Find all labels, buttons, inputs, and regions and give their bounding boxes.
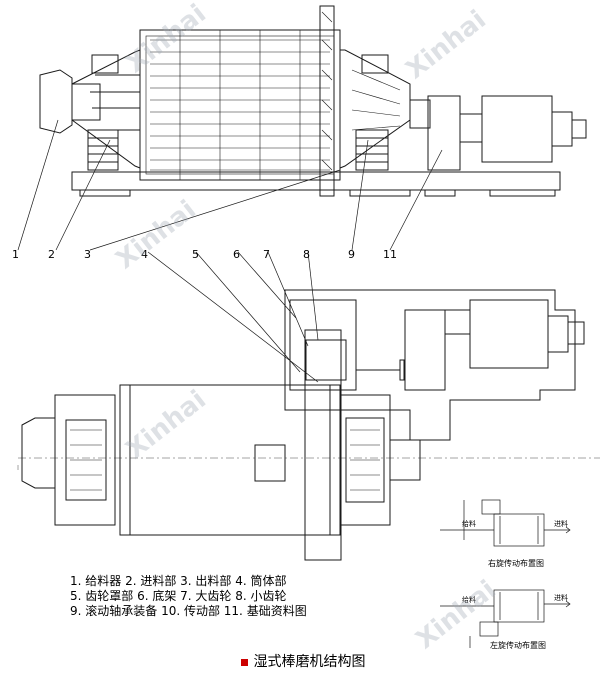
drive-frame <box>284 289 576 441</box>
coupling <box>459 113 483 143</box>
callout-2: 2 <box>48 248 55 261</box>
callout-7: 7 <box>263 248 270 261</box>
callout-11: 11 <box>383 248 397 261</box>
feeder <box>39 69 73 134</box>
bearing-right-top <box>361 54 389 74</box>
motor-plan <box>469 299 549 369</box>
legend-line-3: 9. 滚动轴承装备 10. 传动部 11. 基础资料图 <box>70 604 307 618</box>
plan-view <box>17 289 600 561</box>
shell <box>139 29 341 181</box>
feeder-plan <box>21 417 56 489</box>
left-out-label: 进料 <box>554 593 568 602</box>
motor <box>481 95 553 163</box>
left-drive-layout: 给料 进料 <box>440 589 571 648</box>
pinion <box>409 99 431 129</box>
figure-caption: 湿式棒磨机结构图 <box>0 651 606 671</box>
bearing-plan-right <box>339 394 391 526</box>
callout-numbers: 1 2 3 4 5 6 7 8 9 11 <box>12 248 397 261</box>
caption-bullet <box>240 658 248 666</box>
callout-4: 4 <box>141 248 148 261</box>
side-view <box>17 5 587 383</box>
left-in-label: 给料 <box>462 595 476 604</box>
right-drive-layout: 给料 进料 <box>440 499 571 547</box>
girth-gear <box>319 5 335 197</box>
bearing-left <box>87 129 119 171</box>
right-in-label: 给料 <box>462 519 476 528</box>
left-drive-caption: 左旋传动布置图 <box>490 641 546 650</box>
girth-gear-plan <box>304 329 342 561</box>
bearing-right <box>355 129 389 171</box>
callout-6: 6 <box>233 248 240 261</box>
callout-5: 5 <box>192 248 199 261</box>
callout-9: 9 <box>348 248 355 261</box>
callout-leaders <box>17 119 443 383</box>
callout-3: 3 <box>84 248 91 261</box>
reducer-plan <box>404 309 446 391</box>
right-drive-caption: 右旋传动布置图 <box>488 559 544 568</box>
legend-line-1: 1. 给料器 2. 进料部 3. 出料部 4. 筒体部 <box>70 574 287 588</box>
callout-8: 8 <box>303 248 310 261</box>
bearing-plan-left <box>54 394 116 526</box>
discharge-end <box>339 49 411 169</box>
callout-1: 1 <box>12 248 19 261</box>
caption-text: 湿式棒磨机结构图 <box>253 654 366 670</box>
base-frame <box>71 171 561 191</box>
parts-legend: 1. 给料器 2. 进料部 3. 出料部 4. 筒体部 5. 齿轮罩部 6. 底… <box>70 574 307 619</box>
bearing-left-top <box>91 54 119 74</box>
reducer <box>427 95 461 171</box>
right-out-label: 进料 <box>554 519 568 528</box>
legend-line-2: 5. 齿轮罩部 6. 底架 7. 大齿轮 8. 小齿轮 <box>70 589 287 603</box>
gear-cover <box>289 299 357 391</box>
shell-plan <box>119 384 341 536</box>
